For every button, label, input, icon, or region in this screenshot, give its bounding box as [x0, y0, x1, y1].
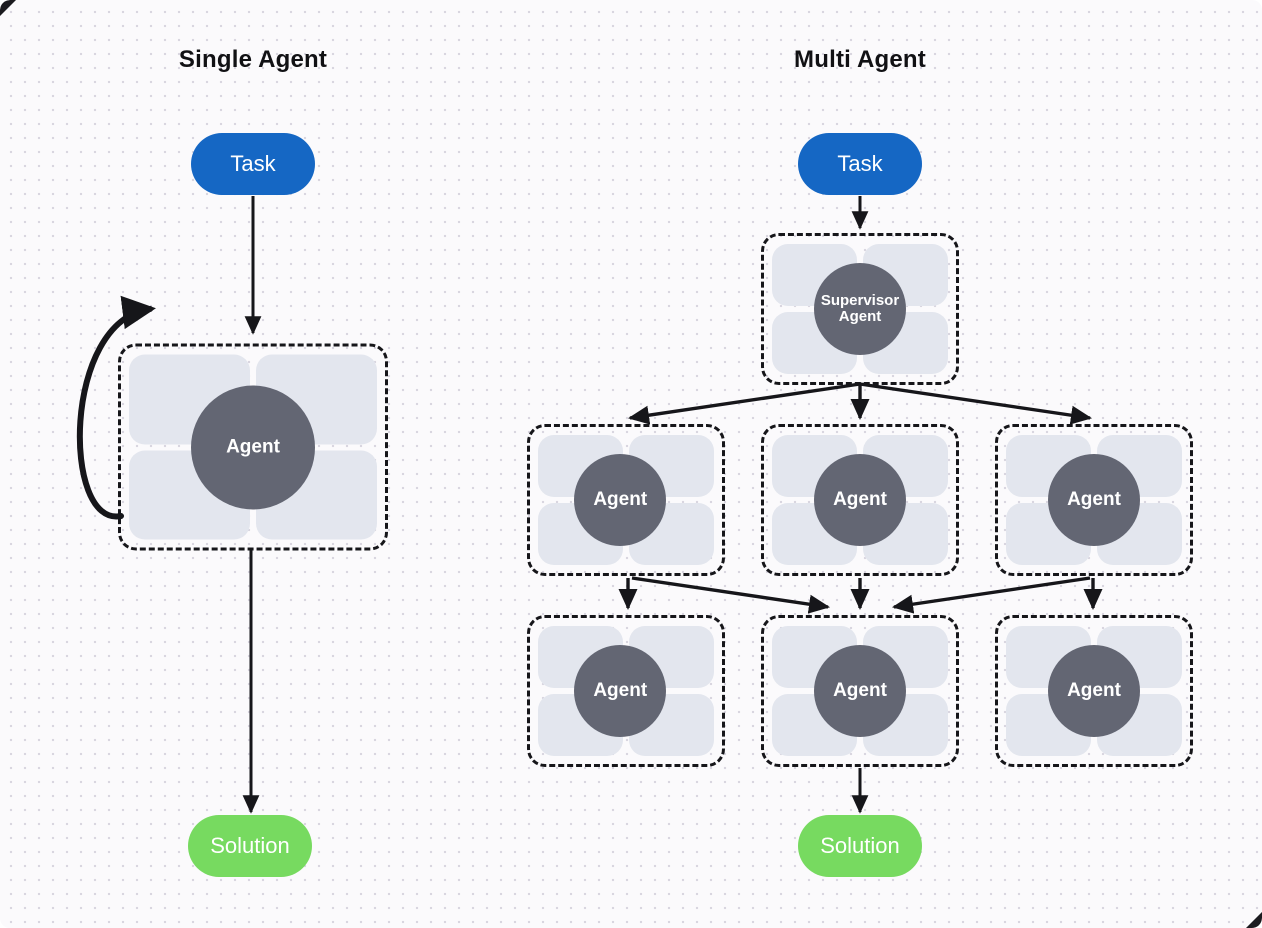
multi-agent-circle-r3c3[interactable]: Agent [1048, 645, 1140, 737]
multi-agent-box-r2c1[interactable]: Agent [527, 424, 725, 576]
supervisor-agent-label-line2: Agent [838, 308, 882, 325]
multi-agent-box-r2c3[interactable]: Agent [995, 424, 1193, 576]
connector-supervisor-to-agent-3 [859, 382, 1093, 425]
multi-agent-circle-r3c2[interactable]: Agent [814, 645, 906, 737]
supervisor-agent-circle[interactable]: Supervisor Agent [814, 263, 906, 355]
multi-agent-label-r3c1: Agent [593, 680, 648, 702]
panel-title-single-agent: Single Agent [178, 46, 328, 73]
connector-supervisor-to-agent-1 [627, 382, 861, 425]
multi-agent-label-r2c2: Agent [833, 489, 887, 511]
multi-agent-box-r3c1[interactable]: Agent [527, 615, 725, 767]
multi-solution-node[interactable]: Solution [798, 815, 922, 877]
multi-agent-label-r2c3: Agent [1067, 489, 1121, 511]
connector-agent-1-to-agent-5 [631, 576, 831, 614]
single-task-node[interactable]: Task [191, 133, 315, 195]
multi-solution-label: Solution [820, 833, 900, 858]
panel-title-multi-agent: Multi Agent [794, 46, 926, 73]
single-agent-box[interactable]: Agent [118, 343, 388, 551]
supervisor-agent-label-line1: Supervisor [820, 292, 900, 310]
single-task-label: Task [230, 151, 276, 176]
multi-agent-label-r3c2: Agent [833, 680, 887, 702]
multi-agent-circle-r2c2[interactable]: Agent [814, 454, 906, 546]
connector-agent-3-to-agent-5 [891, 576, 1091, 614]
single-agent-circle[interactable]: Agent [191, 385, 315, 509]
single-agent-label: Agent [226, 436, 280, 458]
canvas-corner-top-left [0, 0, 16, 16]
multi-agent-box-r2c2[interactable]: Agent [761, 424, 959, 576]
multi-agent-box-r3c3[interactable]: Agent [995, 615, 1193, 767]
multi-agent-circle-r2c1[interactable]: Agent [574, 454, 667, 546]
multi-agent-box-r3c2[interactable]: Agent [761, 615, 959, 767]
single-solution-node[interactable]: Solution [188, 815, 312, 877]
multi-task-label: Task [837, 151, 883, 176]
canvas-corner-bottom-right [1246, 912, 1262, 928]
single-solution-label: Solution [210, 833, 290, 858]
supervisor-agent-box[interactable]: Supervisor Agent [761, 233, 959, 385]
multi-agent-label-r2c1: Agent [593, 489, 648, 511]
multi-agent-label-r3c3: Agent [1067, 680, 1121, 702]
multi-task-node[interactable]: Task [798, 133, 922, 195]
multi-agent-circle-r3c1[interactable]: Agent [574, 645, 667, 737]
multi-agent-circle-r2c3[interactable]: Agent [1048, 454, 1140, 546]
supervisor-agent-label: Supervisor Agent [821, 293, 899, 325]
